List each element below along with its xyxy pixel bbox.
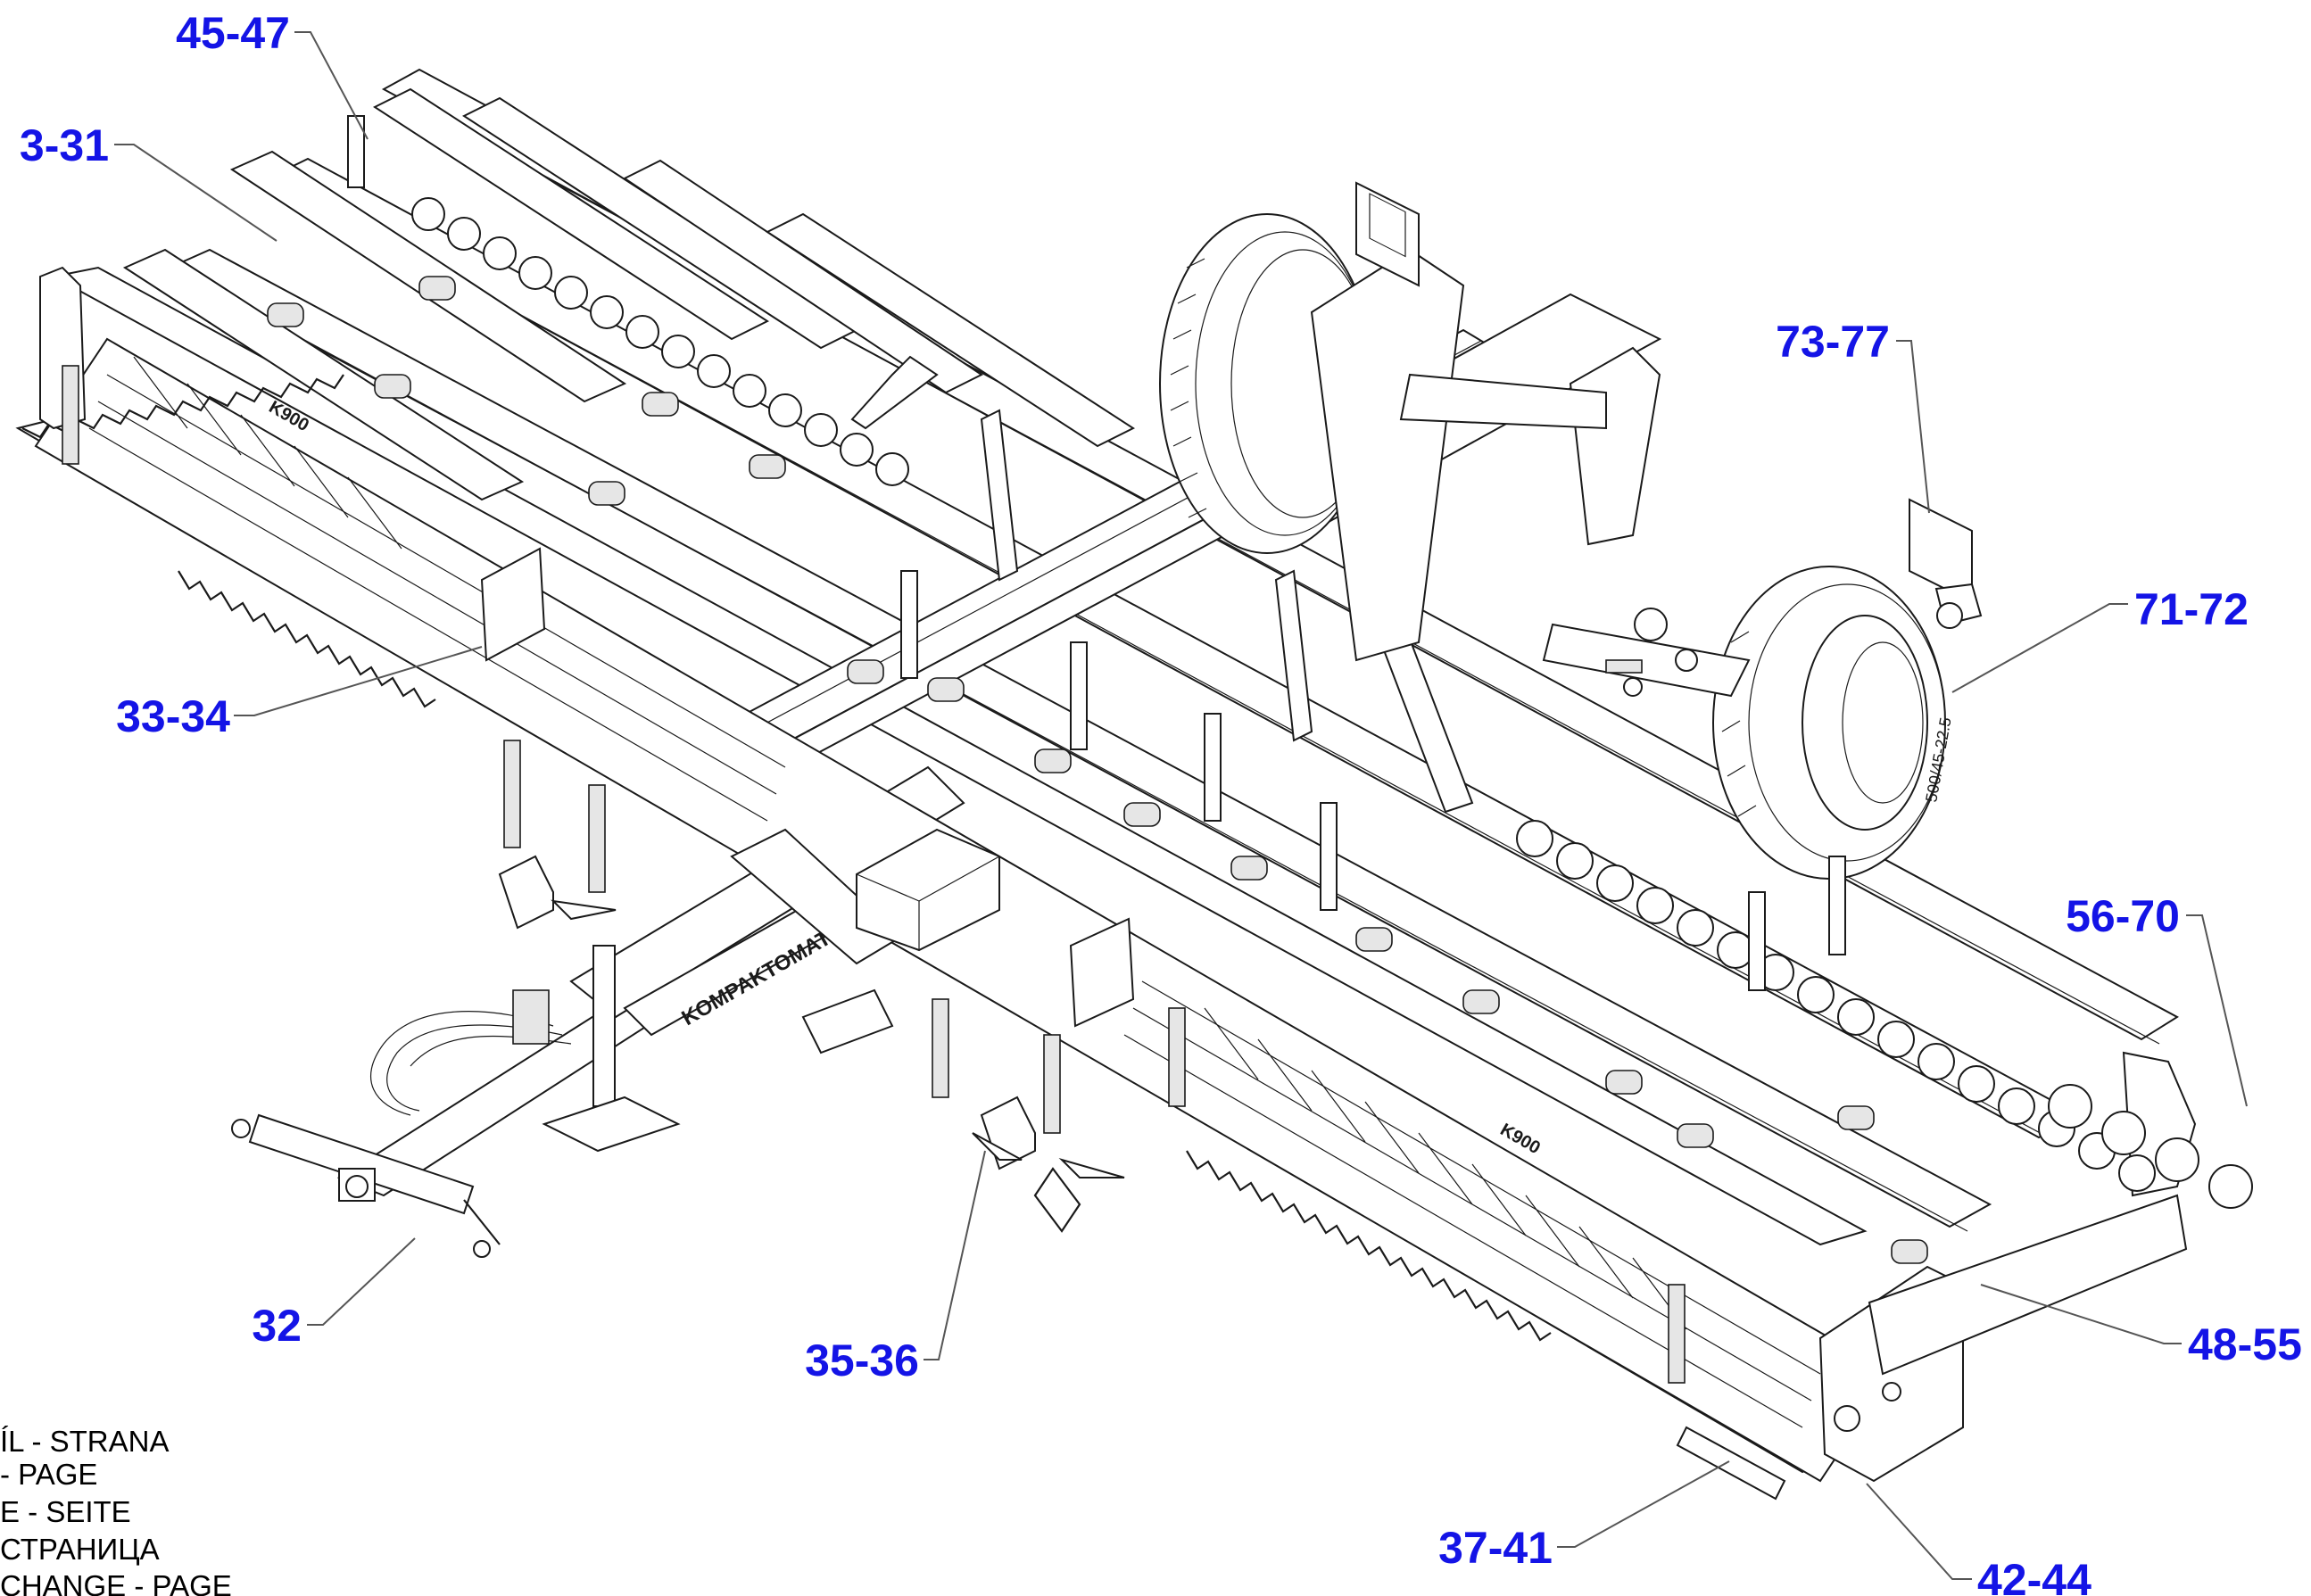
callout-37-41: 37-41 — [1438, 1523, 1553, 1573]
callout-32: 32 — [252, 1301, 302, 1351]
end-frames — [39, 266, 2197, 1483]
hydraulic-cylinders — [730, 355, 1474, 965]
callout-42-44: 42-44 — [1977, 1555, 2091, 1596]
spring-tines — [267, 276, 1928, 1264]
leader-32 — [307, 1237, 416, 1326]
compactor-machine-drawing: KOMPAKTOMAT KOMPAKTOMAT — [15, 68, 2253, 1501]
disc-gang-front — [411, 197, 909, 486]
callout-56-70: 56-70 — [2066, 891, 2180, 941]
leader-48-55 — [1980, 1284, 2182, 1344]
leader-33-34 — [234, 646, 483, 716]
leader-73-77 — [1896, 340, 1930, 514]
wheel-axle-assembly — [1310, 248, 1751, 698]
callout-35-36: 35-36 — [805, 1336, 919, 1385]
page-legend: ÍL - STRANA - PAGE E - SEITE СТРАНИЦА CH… — [0, 1425, 232, 1596]
leveling-tines — [498, 855, 1125, 1233]
transport-wheel-left — [1159, 213, 1375, 554]
transport-wheel-right: 500/45-22.5 — [1712, 566, 1955, 880]
callout-33-34: 33-34 — [116, 691, 230, 741]
leader-35-36 — [924, 1150, 986, 1360]
legend-line-4: СТРАНИЦА — [0, 1533, 160, 1566]
callout-73-77: 73-77 — [1776, 317, 1890, 367]
central-ballast-box — [801, 828, 1000, 1054]
legend-line-5: CHANGE - PAGE — [0, 1569, 232, 1596]
callout-71-72: 71-72 — [2134, 584, 2249, 634]
callout-48-55: 48-55 — [2188, 1319, 2302, 1369]
callout-labels: 45-47 3-31 73-77 71-72 33-34 56-70 32 35… — [20, 8, 2302, 1596]
legend-line-3: E - SEITE — [0, 1495, 131, 1528]
callout-45-47: 45-47 — [176, 8, 290, 58]
frame-uprights — [347, 115, 1846, 991]
leader-45-47 — [294, 31, 369, 140]
legend-line-1: ÍL - STRANA — [0, 1425, 169, 1458]
vertical-spring-assemblies — [62, 365, 1686, 1384]
leader-71-72 — [1951, 603, 2128, 693]
legend-line-2: - PAGE — [0, 1458, 97, 1491]
leader-lines — [114, 31, 2248, 1580]
disc-gang-rear — [1516, 820, 2253, 1209]
leader-37-41 — [1557, 1460, 1730, 1548]
leader-42-44 — [1866, 1483, 1972, 1580]
leader-56-70 — [2186, 914, 2248, 1107]
warning-plates — [480, 181, 1983, 1028]
callout-3-31: 3-31 — [20, 120, 109, 170]
leader-3-31 — [114, 144, 277, 242]
